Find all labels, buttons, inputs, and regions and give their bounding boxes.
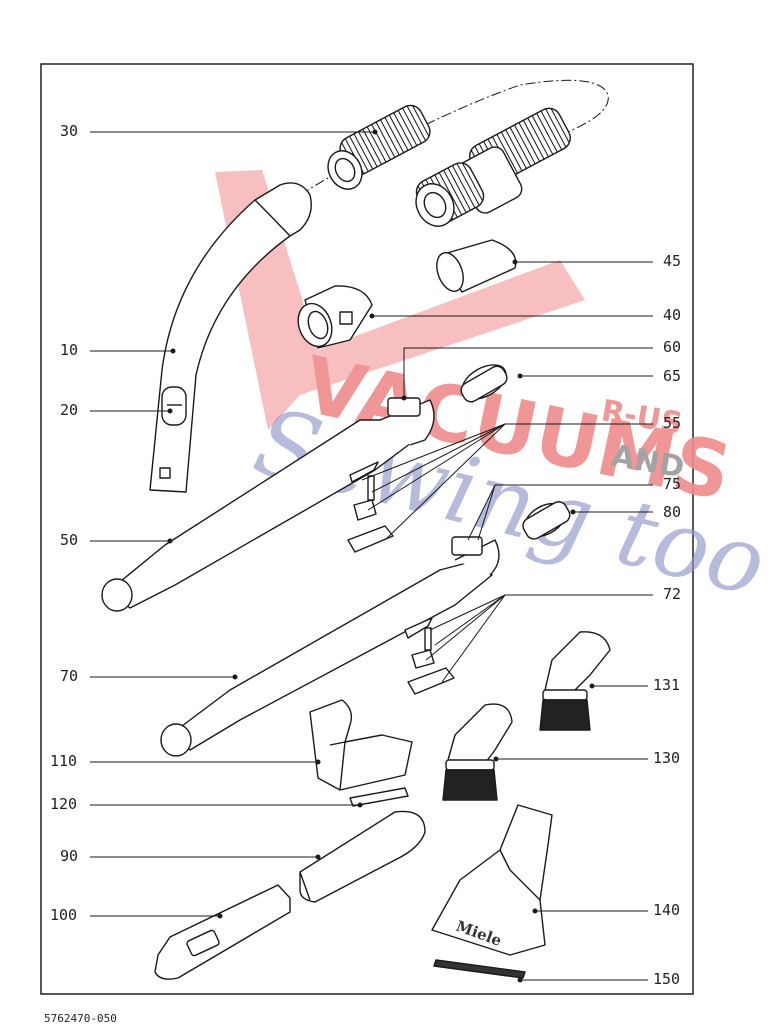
part-150-strip	[433, 959, 526, 979]
diagram-frame	[40, 63, 694, 995]
callout-110: 110	[50, 752, 78, 770]
part-140-mattress-tool: Miele	[431, 804, 553, 956]
callout-72: 72	[663, 585, 682, 603]
part-40-adapter	[297, 285, 373, 349]
callout-70: 70	[60, 667, 79, 685]
callout-50: 50	[60, 531, 79, 549]
part-45-sleeve	[436, 239, 517, 293]
callout-80: 80	[663, 503, 682, 521]
part-110-upholstery-nozzle	[309, 699, 413, 791]
callout-20: 20	[60, 401, 79, 419]
part-70-lower-wand	[160, 501, 571, 757]
callout-30: 30	[60, 122, 79, 140]
callout-10: 10	[60, 341, 79, 359]
document-number: 5762470-050	[44, 1012, 117, 1025]
callout-140: 140	[653, 901, 681, 919]
callout-75: 75	[663, 475, 682, 493]
part-10-handle	[149, 182, 312, 493]
callout-60: 60	[663, 338, 682, 356]
part-120-strip	[349, 787, 409, 807]
callout-55: 55	[663, 414, 682, 432]
callout-65: 65	[663, 367, 682, 385]
leader-lines	[90, 129, 653, 983]
callout-100: 100	[50, 906, 78, 924]
callout-131: 131	[653, 676, 681, 694]
callout-90: 90	[60, 847, 79, 865]
part-131-small-brush	[539, 631, 611, 731]
callout-120: 120	[50, 795, 78, 813]
part-30-hose-connector	[327, 104, 571, 227]
part-90-extension	[299, 810, 426, 903]
part-100-crevice-tool	[154, 884, 291, 980]
callout-45: 45	[663, 252, 682, 270]
callout-130: 130	[653, 749, 681, 767]
part-50-upper-wand	[101, 364, 508, 612]
callout-40: 40	[663, 306, 682, 324]
part-130-dusting-brush	[442, 703, 513, 801]
callout-150: 150	[653, 970, 681, 988]
